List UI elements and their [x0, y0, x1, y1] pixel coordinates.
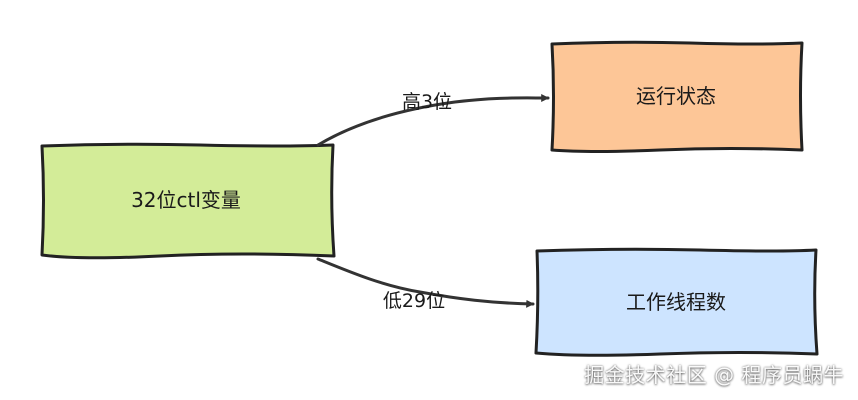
- edge-low-bits-label: 低29位: [383, 290, 445, 312]
- source-node-label: 32位ctl变量: [131, 188, 241, 212]
- status-node: 运行状态: [550, 40, 804, 153]
- thread-count-node-label: 工作线程数: [626, 290, 726, 314]
- source-node: 32位ctl变量: [40, 142, 336, 260]
- status-node-label: 运行状态: [636, 84, 716, 108]
- edge-low-bits: 低29位: [316, 257, 535, 312]
- edge-high-bits-line: [316, 93, 550, 147]
- status-node-box: [550, 40, 804, 153]
- watermark-text: 掘金技术社区 @ 程序员蜗牛: [584, 363, 844, 387]
- edge-high-bits-label: 高3位: [402, 91, 452, 113]
- thread-count-node: 工作线程数: [534, 247, 819, 357]
- edge-high-bits: 高3位: [316, 91, 550, 147]
- edge-low-bits-line: [316, 257, 535, 308]
- thread-count-node-box: [534, 247, 819, 357]
- source-node-box: [40, 142, 336, 260]
